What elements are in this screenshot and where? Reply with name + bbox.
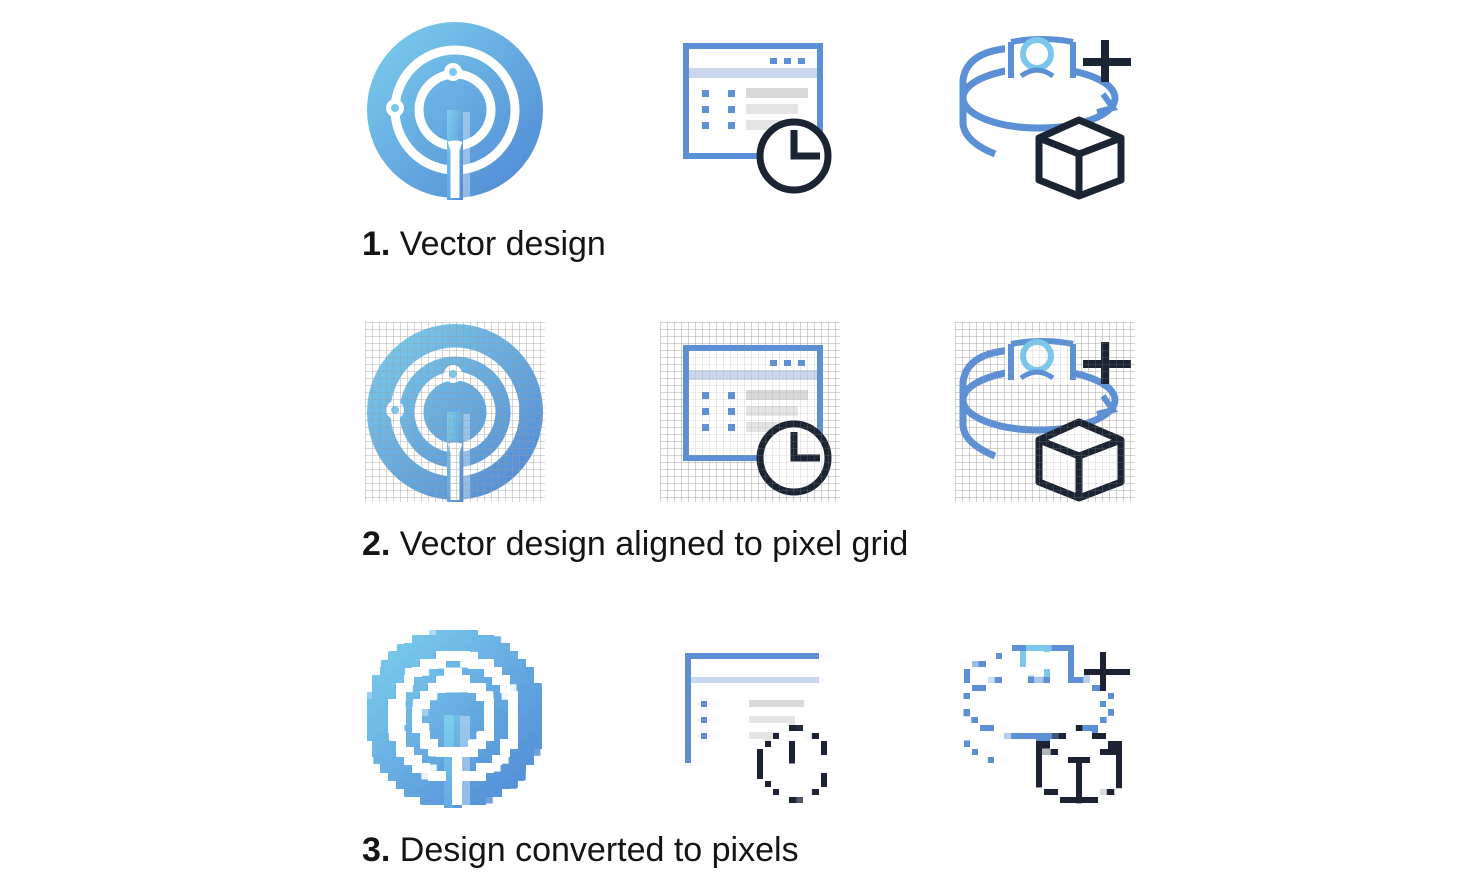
panorama-cube-icon [955, 628, 1135, 808]
dashboard-clock-icon [660, 628, 840, 808]
caption-vector-design: 1. Vector design [362, 224, 606, 264]
caption-number: 2. [362, 525, 391, 563]
dashboard-clock-icon [660, 20, 840, 200]
radar-target-icon [365, 20, 545, 200]
dashboard-clock-icon [660, 322, 840, 502]
caption-number: 1. [362, 225, 391, 263]
caption-text: Vector design aligned to pixel grid [390, 525, 909, 563]
radar-target-icon [365, 322, 545, 502]
panorama-cube-icon [955, 322, 1135, 502]
caption-aligned-to-grid: 2. Vector design aligned to pixel grid [362, 524, 908, 564]
caption-converted-to-pixels: 3. Design converted to pixels [362, 830, 799, 870]
caption-number: 3. [362, 831, 391, 869]
radar-target-icon [365, 628, 545, 808]
panorama-cube-icon [955, 20, 1135, 200]
caption-text: Vector design [390, 225, 606, 263]
caption-text: Design converted to pixels [390, 831, 799, 869]
